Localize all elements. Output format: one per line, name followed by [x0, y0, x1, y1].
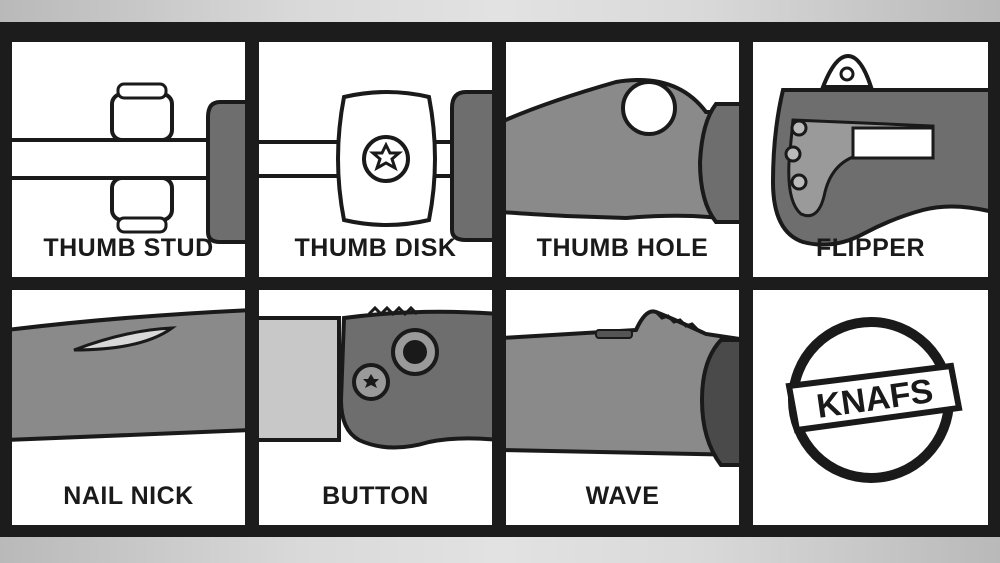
- panel-label-thumb-disk: THUMB DISK: [294, 234, 457, 262]
- panel-button: BUTTON: [259, 290, 492, 525]
- panel-flipper: FLIPPER: [753, 42, 988, 277]
- panel-wave: WAVE: [506, 290, 739, 525]
- panel-logo: KNAFS: [753, 290, 988, 525]
- panel-label-thumb-hole: THUMB HOLE: [536, 234, 709, 262]
- panel-nail-nick: NAIL NICK: [12, 290, 245, 525]
- wave-illustration: [506, 309, 739, 467]
- panel-label-nail-nick: NAIL NICK: [63, 482, 194, 510]
- panel-thumb-stud: THUMB STUD: [12, 42, 245, 277]
- thumb-disk-illustration: [259, 90, 492, 242]
- panel-label-button: BUTTON: [322, 482, 429, 510]
- button-illustration: [259, 305, 492, 450]
- knafs-logo: KNAFS: [785, 317, 963, 483]
- thumb-hole-illustration: [506, 78, 739, 224]
- thumb-stud-illustration: [12, 82, 245, 244]
- diagram-board: THUMB STUD THUMB DISK THUMB HOLE: [0, 22, 1000, 537]
- panel-thumb-disk: THUMB DISK: [259, 42, 492, 277]
- panel-label-flipper: FLIPPER: [815, 234, 926, 262]
- nail-nick-illustration: [12, 308, 245, 442]
- panel-label-thumb-stud: THUMB STUD: [43, 234, 214, 262]
- flipper-illustration: [770, 53, 988, 247]
- panel-thumb-hole: THUMB HOLE: [506, 42, 739, 277]
- panel-label-wave: WAVE: [585, 482, 660, 510]
